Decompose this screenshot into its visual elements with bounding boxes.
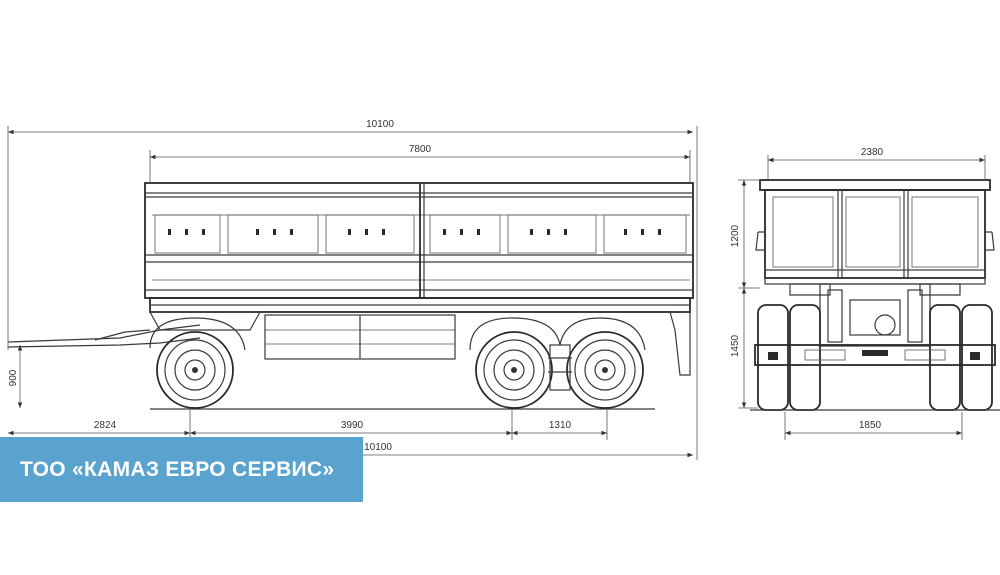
front-wheel <box>156 331 234 409</box>
dim-overall-length-bottom: 10100 <box>364 442 392 453</box>
cargo-body <box>144 182 694 299</box>
rear-bumper <box>754 344 996 366</box>
drawbar <box>7 324 201 343</box>
dim-body-length: 7800 <box>409 144 432 155</box>
dim-platform-height: 1450 <box>730 334 741 357</box>
rear-body <box>764 189 986 279</box>
rear-wheel-1 <box>475 331 553 409</box>
dim-side-height: 1200 <box>730 224 741 247</box>
rear-tyres-left <box>757 304 821 411</box>
dim-track-width: 1850 <box>859 420 882 431</box>
dim-drawbar-to-axle: 2824 <box>94 420 117 431</box>
rear-tyres-right <box>929 304 993 411</box>
dim-width-overall: 2380 <box>861 147 884 158</box>
dim-overall-length-top: 10100 <box>366 119 394 130</box>
rear-view <box>738 155 1000 440</box>
rear-wheel-2 <box>566 331 644 409</box>
dim-rear-axle-base: 1310 <box>549 420 572 431</box>
dim-axle-spacing: 3990 <box>341 420 364 431</box>
side-view <box>7 126 698 460</box>
company-name: ТОО «КАМАЗ ЕВРО СЕРВИС» <box>20 457 335 481</box>
dim-coupling-height: 900 <box>8 369 19 386</box>
company-banner: ТОО «КАМАЗ ЕВРО СЕРВИС» <box>0 437 363 502</box>
